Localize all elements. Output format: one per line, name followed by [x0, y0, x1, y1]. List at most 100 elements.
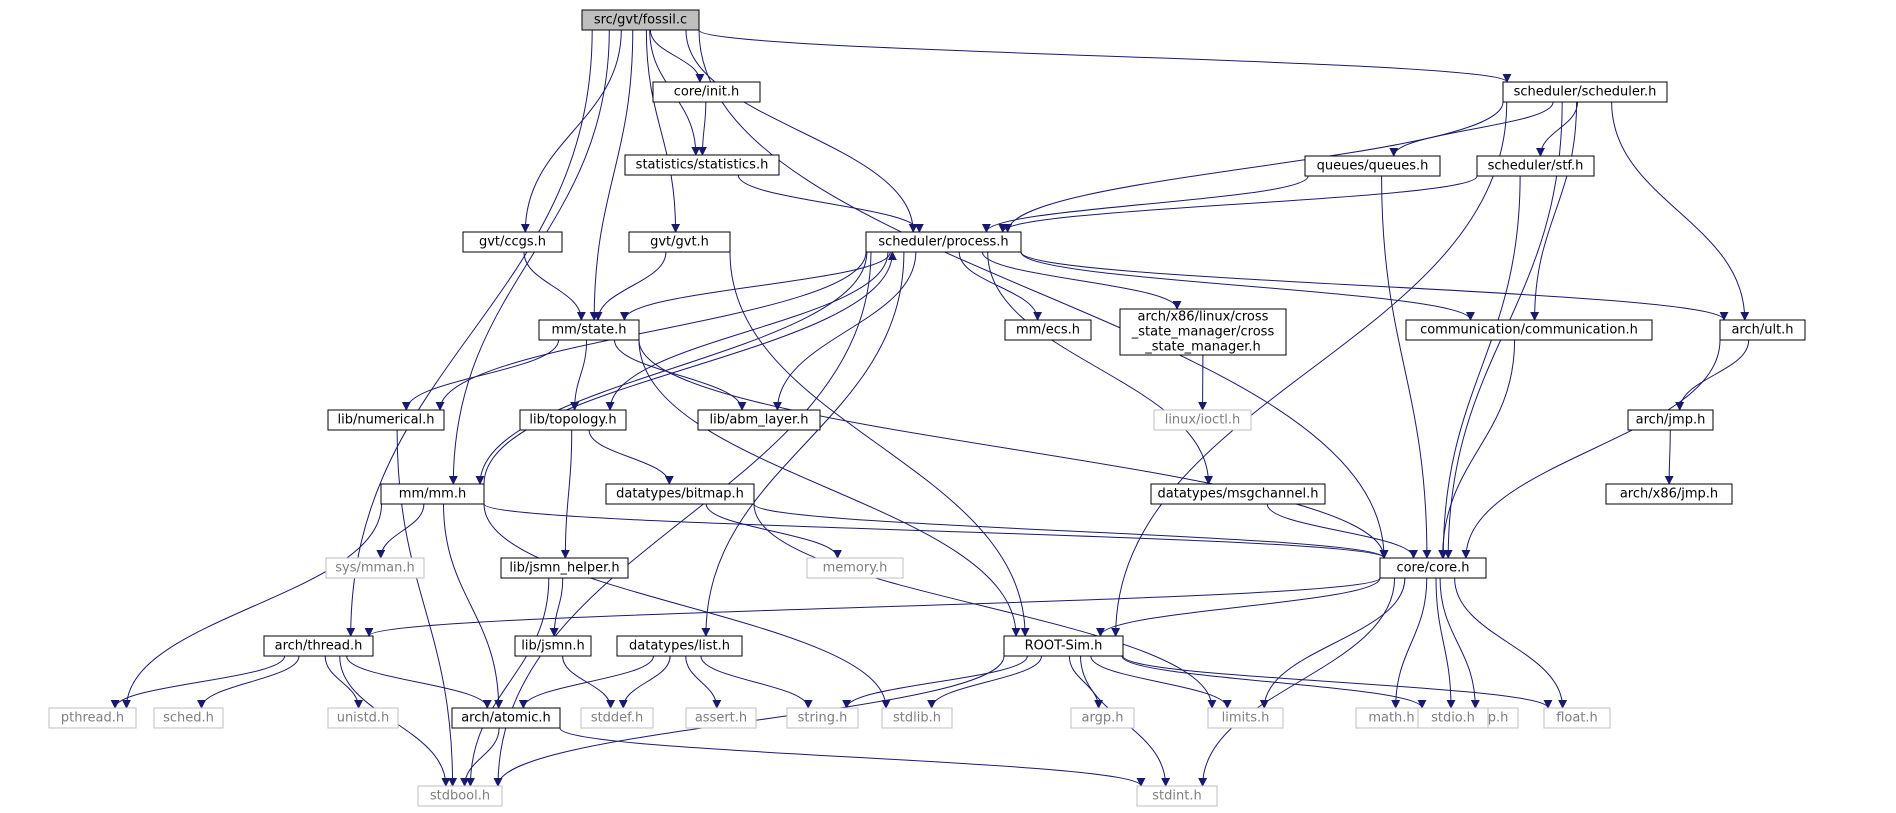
node-bitmap[interactable]: datatypes/bitmap.h	[605, 483, 755, 505]
node-box	[500, 557, 629, 579]
edge-rootsim-to-string	[842, 655, 1028, 709]
node-jsmnh[interactable]: lib/jsmn_helper.h	[500, 557, 629, 579]
node-label: mm/state.h	[551, 323, 626, 338]
edge-thread-to-atomic	[346, 655, 492, 709]
node-stats[interactable]: statistics/statistics.h	[624, 154, 780, 176]
node-box	[327, 409, 445, 431]
node-sched[interactable]: scheduler/scheduler.h	[1502, 81, 1668, 103]
node-label: stdint.h	[1152, 789, 1201, 804]
node-assert: assert.h	[685, 707, 757, 729]
node-limits: limits.h	[1207, 707, 1284, 729]
node-topology[interactable]: lib/topology.h	[519, 409, 627, 431]
node-box	[380, 483, 485, 505]
node-label: datatypes/bitmap.h	[616, 487, 744, 502]
node-stdio: stdio.h	[1417, 707, 1489, 729]
edge-mm-to-mman	[376, 503, 425, 559]
node-label: communication/communication.h	[1420, 323, 1638, 338]
node-label: stdbool.h	[430, 789, 490, 804]
node-label: linux/ioctl.h	[1165, 413, 1241, 428]
node-label: scheduler/scheduler.h	[1514, 85, 1657, 100]
edge-numerical-to-stdbool	[396, 429, 458, 787]
edge-jsmnh-to-jsmn	[549, 577, 564, 637]
node-fossil[interactable]: src/gvt/fossil.c	[581, 9, 700, 31]
edge-mm-to-atomic	[443, 503, 504, 709]
node-label: core/init.h	[674, 85, 739, 100]
node-label: math.h	[1368, 711, 1414, 726]
node-msgch[interactable]: datatypes/msgchannel.h	[1150, 483, 1326, 505]
edge-process-to-state	[620, 251, 891, 321]
node-box	[1417, 707, 1489, 729]
node-label: statistics/statistics.h	[636, 158, 769, 173]
node-comm[interactable]: communication/communication.h	[1405, 319, 1653, 341]
edge-process-to-abm	[772, 251, 917, 411]
node-rootsim[interactable]: ROOT-Sim.h	[1003, 635, 1124, 657]
edge-gvt-to-rootsim	[729, 251, 1030, 637]
node-state[interactable]: mm/state.h	[538, 319, 640, 341]
node-jmp[interactable]: arch/jmp.h	[1627, 409, 1714, 431]
node-ecs[interactable]: mm/ecs.h	[1004, 319, 1092, 341]
node-x86jmp[interactable]: arch/x86/jmp.h	[1605, 483, 1733, 505]
node-unistd: unistd.h	[327, 707, 399, 729]
node-box	[1719, 319, 1806, 341]
node-stf[interactable]: scheduler/stf.h	[1476, 155, 1595, 177]
edge-thread-to-pthread	[110, 655, 286, 709]
node-atomic[interactable]: arch/atomic.h	[451, 707, 561, 729]
edge-list-to-stddef	[618, 655, 671, 709]
node-csm[interactable]: arch/x86/linux/cross_state_manager/cross…	[1119, 308, 1287, 356]
node-box	[786, 707, 859, 729]
node-ult[interactable]: arch/ult.h	[1719, 319, 1806, 341]
node-mm[interactable]: mm/mm.h	[380, 483, 485, 505]
node-ccgs[interactable]: gvt/ccgs.h	[462, 231, 563, 253]
node-label: arch/x86/jmp.h	[1620, 487, 1718, 502]
node-label: _state_manager.h	[1144, 340, 1261, 355]
node-process[interactable]: scheduler/process.h	[865, 231, 1022, 253]
node-label: lib/topology.h	[529, 413, 616, 428]
edge-sched-to-comm	[1530, 101, 1578, 321]
edge-fossil-to-init	[649, 29, 705, 83]
node-label: memory.h	[823, 561, 888, 576]
node-pthread: pthread.h	[48, 707, 137, 729]
node-ioctl: linux/ioctl.h	[1153, 409, 1252, 431]
node-box	[417, 785, 503, 807]
node-label: argp.h	[1082, 711, 1124, 726]
node-box	[153, 707, 224, 729]
edge-msgch-to-core	[1266, 503, 1418, 559]
edge-stf-to-core	[1438, 175, 1521, 559]
node-stddef: stddef.h	[580, 707, 654, 729]
edge-ult-to-core	[1461, 339, 1721, 559]
edge-sched-to-queues	[1389, 101, 1554, 157]
node-box	[616, 635, 743, 657]
node-string: string.h	[786, 707, 859, 729]
node-init[interactable]: core/init.h	[652, 81, 761, 103]
node-box	[865, 231, 1022, 253]
node-box	[519, 409, 627, 431]
node-thread[interactable]: arch/thread.h	[263, 635, 374, 657]
node-core[interactable]: core/core.h	[1379, 557, 1487, 579]
edge-process-to-msgch	[987, 251, 1214, 485]
node-schedh: sched.h	[153, 707, 224, 729]
node-numerical[interactable]: lib/numerical.h	[327, 409, 445, 431]
node-label: gvt/gvt.h	[650, 235, 709, 250]
node-queues[interactable]: queues/queues.h	[1304, 155, 1441, 177]
node-box	[806, 557, 904, 579]
edge-mm-to-core	[483, 503, 1389, 559]
node-label: stdio.h	[1431, 711, 1475, 726]
node-box	[1543, 707, 1611, 729]
edge-rootsim-to-limits	[1090, 655, 1232, 709]
node-box	[538, 319, 640, 341]
node-jsmn[interactable]: lib/jsmn.h	[514, 635, 592, 657]
node-label: arch/thread.h	[275, 639, 363, 654]
edge-topology-to-jsmnh	[560, 429, 573, 559]
node-box	[1304, 155, 1441, 177]
node-abm[interactable]: lib/abm_layer.h	[697, 409, 821, 431]
node-label: scheduler/stf.h	[1488, 159, 1584, 174]
node-label: mm/ecs.h	[1016, 323, 1080, 338]
edge-process-to-stdbool	[493, 251, 872, 787]
node-list[interactable]: datatypes/list.h	[616, 635, 743, 657]
node-label: sched.h	[163, 711, 214, 726]
node-label: scheduler/process.h	[878, 235, 1008, 250]
node-box	[48, 707, 137, 729]
edge-queues-to-core	[1381, 175, 1432, 559]
node-gvt[interactable]: gvt/gvt.h	[628, 231, 731, 253]
edge-queues-to-process	[982, 175, 1309, 233]
